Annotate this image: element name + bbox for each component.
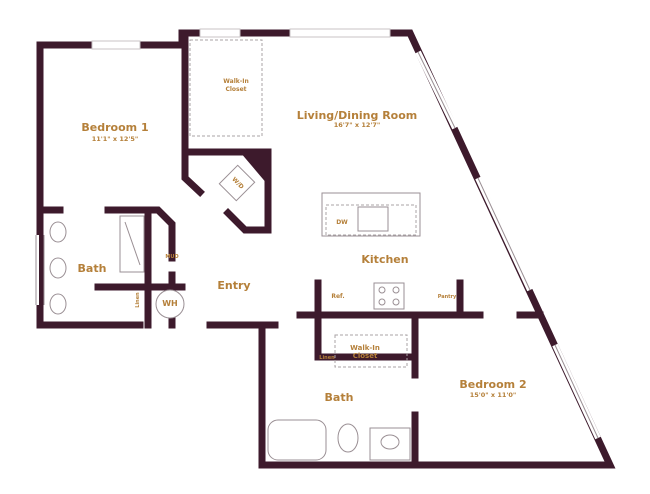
living-dims: 16'7" x 12'7" [334, 121, 381, 129]
room-labels: Bedroom 1 11'1" x 12'5" Walk-In Closet L… [78, 78, 527, 404]
bedroom1-label: Bedroom 1 [81, 121, 148, 134]
bedroom1-dims: 11'1" x 12'5" [92, 135, 139, 143]
dw-label: DW [336, 219, 348, 226]
walkin2-label-line1: Walk-In [350, 344, 380, 352]
wh-label: WH [162, 299, 178, 308]
pantry-label: Pantry [438, 294, 457, 300]
kitchen-label: Kitchen [361, 253, 408, 266]
bath2-label: Bath [325, 391, 354, 404]
walkin2-label-line2: Closet [353, 352, 378, 360]
walkin1-label-line1: Walk-In [223, 78, 249, 85]
entry-label: Entry [217, 279, 250, 292]
walkin1-label-line2: Closet [225, 86, 246, 93]
mud-label: MUD [165, 254, 178, 260]
bath1-label: Bath [78, 262, 107, 275]
linen1-label: Linen [135, 292, 141, 308]
ref-label: Ref. [331, 293, 344, 300]
walls [33, 28, 616, 469]
linen2-label: Linen [319, 355, 335, 361]
bedroom2-dims: 15'0" x 11'0" [470, 391, 517, 399]
living-label: Living/Dining Room [297, 109, 418, 122]
bedroom2-label: Bedroom 2 [459, 378, 526, 391]
